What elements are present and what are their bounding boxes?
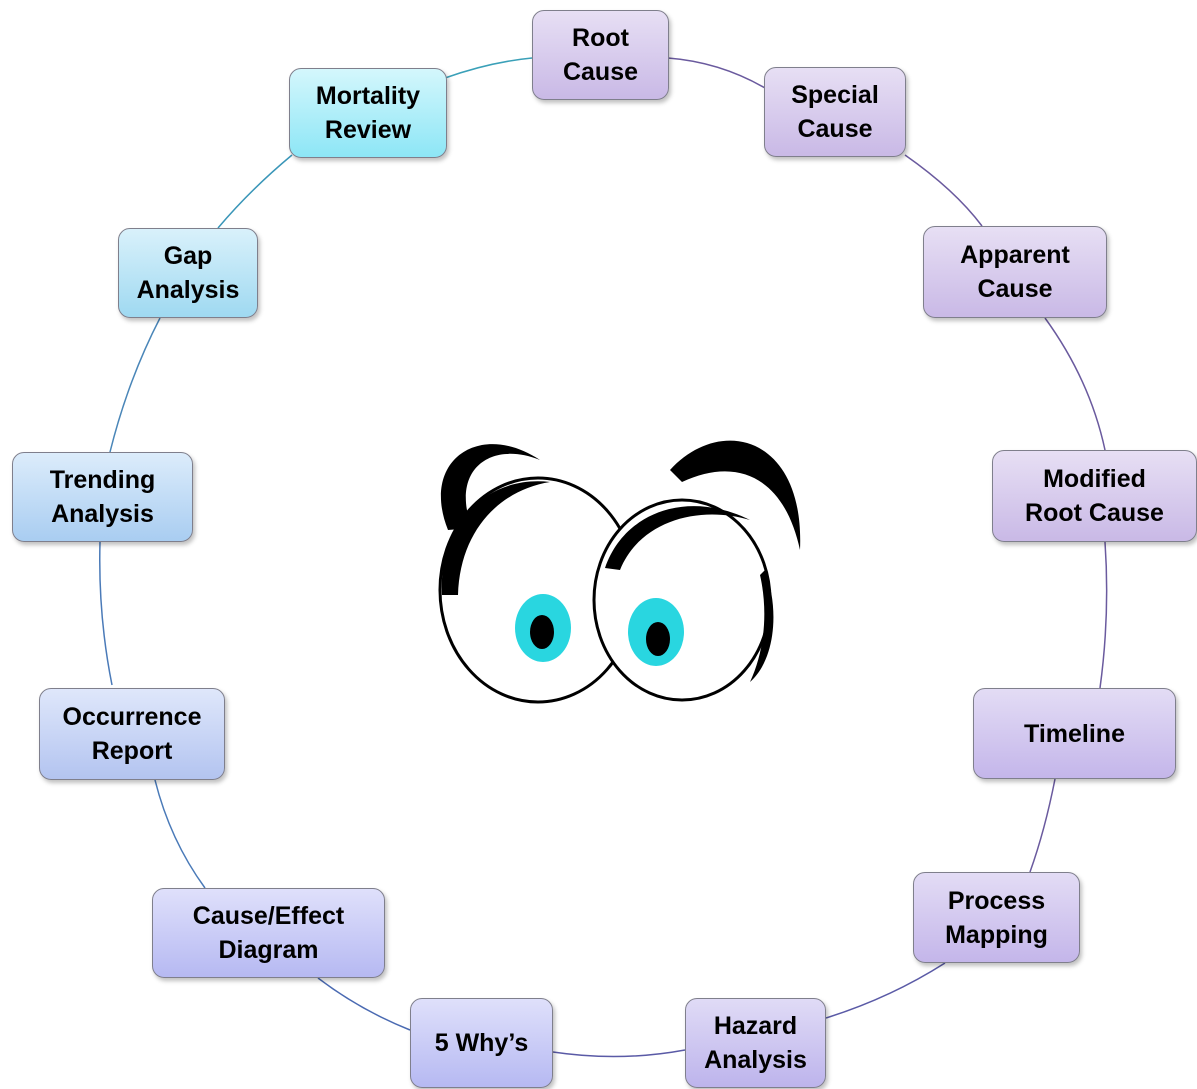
- googly-eyes-icon: [438, 440, 801, 704]
- node-modified-root-cause-line2: Root Cause: [1025, 499, 1164, 527]
- node-gap-analysis-line2: Analysis: [136, 276, 240, 304]
- node-timeline[interactable]: Timeline: [973, 688, 1176, 779]
- node-cause-effect-diagram-line1: Cause/Effect: [192, 902, 345, 930]
- node-apparent-cause-line1: Apparent: [960, 241, 1070, 269]
- connector-hazard-5whys: [552, 1049, 686, 1058]
- connector-timeline-process: [1029, 778, 1056, 873]
- connector-causeeffect-occurrence: [154, 779, 206, 889]
- connector-occurrence-trending: [99, 541, 113, 686]
- node-root-cause-line1: Root: [572, 24, 629, 52]
- connector-special-apparent: [904, 154, 983, 227]
- node-hazard-analysis-line1: Hazard: [713, 1012, 798, 1040]
- node-mortality-review-line2: Review: [324, 116, 412, 144]
- connector-root-special: [667, 57, 766, 89]
- node-root-cause-line2: Cause: [562, 58, 639, 86]
- connector-mortality-root: [444, 57, 533, 79]
- node-gap-analysis-line1: Gap: [163, 242, 213, 270]
- right-eye: [592, 498, 774, 702]
- left-eyebrow: [440, 444, 540, 530]
- node-process-mapping-line2: Mapping: [945, 920, 1048, 949]
- node-5-whys-label: 5 Why’s: [434, 1029, 529, 1057]
- left-pupil: [530, 615, 554, 649]
- node-occurrence-report-line2: Report: [91, 737, 173, 765]
- node-modified-root-cause-line1: Modified: [1043, 465, 1146, 493]
- connector-trending-gap: [109, 317, 161, 453]
- node-trending-analysis-line1: Trending: [49, 466, 156, 494]
- connector-5whys-causeeffect: [317, 977, 411, 1031]
- node-special-cause-line2: Cause: [797, 115, 873, 143]
- node-timeline-label: Timeline: [1024, 719, 1125, 748]
- connector-apparent-modified: [1044, 317, 1106, 451]
- node-apparent-cause-line2: Cause: [977, 275, 1053, 303]
- node-5-whys[interactable]: 5 Why’s: [410, 998, 553, 1088]
- node-process-mapping-line1: Process: [947, 886, 1046, 915]
- node-occurrence-report-line1: Occurrence: [62, 703, 202, 731]
- connector-modified-timeline: [1099, 541, 1108, 689]
- node-hazard-analysis-line2: Analysis: [704, 1046, 807, 1074]
- node-special-cause-line1: Special: [791, 81, 879, 109]
- node-mortality-review-line1: Mortality: [315, 82, 421, 110]
- node-trending-analysis-line2: Analysis: [51, 500, 154, 528]
- node-cause-effect-diagram-line2: Diagram: [218, 936, 319, 964]
- connector-gap-mortality: [217, 154, 293, 229]
- connector-process-hazard: [825, 962, 946, 1019]
- right-eyebrow: [670, 440, 801, 550]
- right-pupil: [646, 622, 670, 656]
